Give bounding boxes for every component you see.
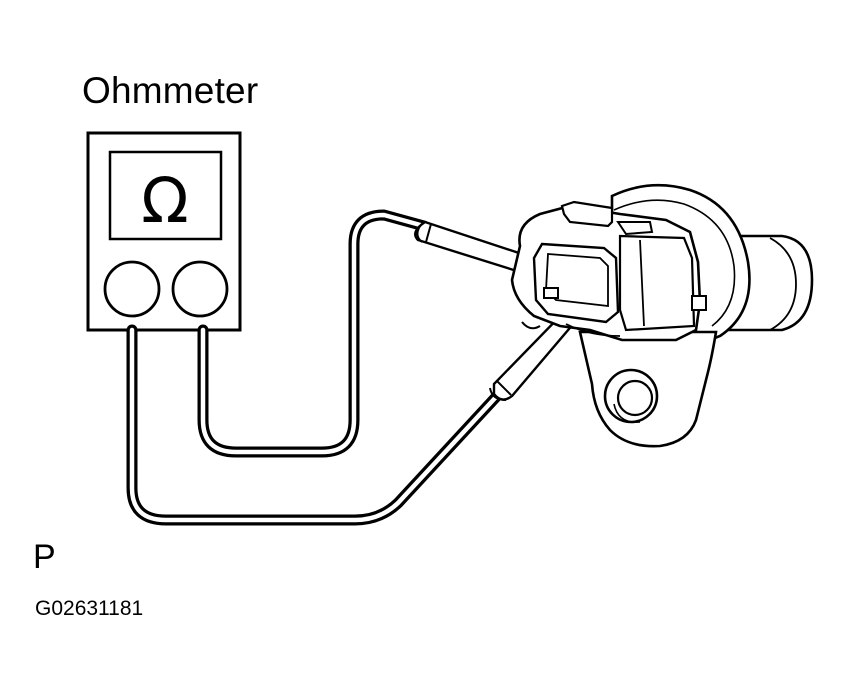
lead-wire-lower [126,324,502,526]
lead-wires [126,209,502,526]
terminal-left [103,260,161,318]
ohmmeter-title: Ohmmeter [82,70,259,111]
ohmmeter: Ω [86,131,242,332]
sensor [510,183,814,448]
ohmmeter-display [108,150,223,241]
corner-letter: P [33,538,56,576]
bolt-hole-inner [616,379,654,417]
ohm-symbol: Ω [141,164,188,237]
figure-code: G02631181 [35,597,144,620]
terminal-right [171,260,229,318]
